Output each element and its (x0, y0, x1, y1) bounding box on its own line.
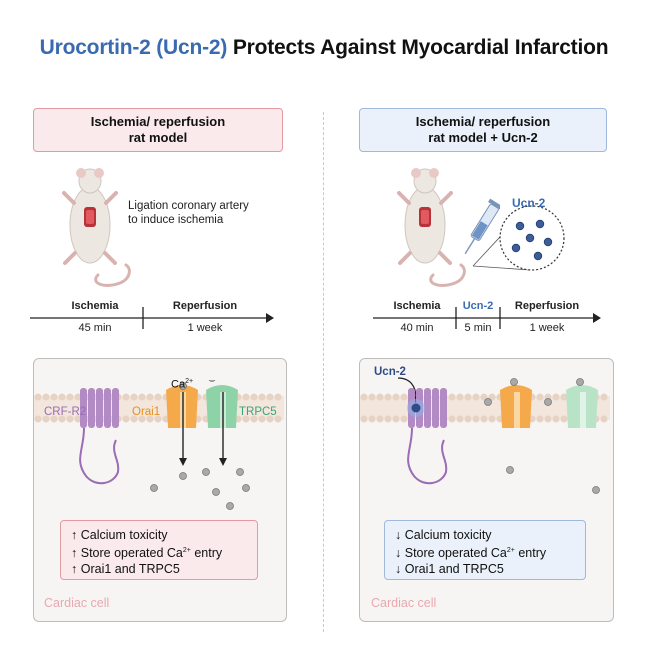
left-model-line1: Ischemia/ reperfusion (90, 114, 226, 129)
orai1-channel (166, 385, 198, 428)
right-effect-2-text: Store operated Ca (404, 546, 507, 561)
up-arrow-icon: ↑ (71, 528, 78, 542)
right-model-line2: rat model + Ucn-2 (428, 130, 538, 145)
orai1-label: Orai1 (132, 406, 161, 418)
title-rest: Protects Against Myocardial Infarction (227, 36, 609, 59)
title-highlight: Urocortin-2 (Ucn-2) (39, 36, 228, 59)
left-phase-reperfusion-duration: 1 week (187, 322, 223, 334)
left-model-box: Ischemia/ reperfusion rat model (33, 108, 283, 152)
left-effect-3-text: Orai1 and TRPC5 (80, 562, 180, 577)
trpc5-label: TRPC5 (239, 406, 277, 418)
trpc5-channel (206, 385, 238, 428)
calcium-label-text: Ca (171, 378, 186, 391)
down-arrow-icon: ↓ (395, 528, 402, 542)
left-effect-1: ↑ Calcium toxicity (71, 527, 257, 543)
left-phase-ischemia-duration: 45 min (78, 322, 112, 334)
calcium-label: Ca2+ (171, 378, 193, 391)
right-phase-reperfusion-duration: 1 week (529, 322, 565, 334)
crf-r2-label: CRF-R2 (44, 406, 87, 418)
right-phase-ucn2-duration: 5 min (464, 322, 492, 334)
rat-icon (62, 168, 131, 287)
right-effect-1-text: Calcium toxicity (404, 528, 492, 542)
drug-label: Ucn-2 (512, 196, 546, 210)
panel-divider (323, 112, 324, 632)
left-effect-3: ↑ Orai1 and TRPC5 (71, 561, 257, 577)
left-effect-2-tail: entry (190, 546, 223, 561)
ucn2-zoom-circle (472, 205, 565, 271)
right-phase-ucn2: Ucn-2 (462, 300, 494, 312)
calcium-label-sup: 2+ (185, 378, 194, 385)
ligand-label: Ucn-2 (374, 366, 406, 378)
right-timeline-axis (373, 307, 601, 329)
right-effect-2-tail: entry (514, 546, 547, 561)
right-effect-2-sup: 2+ (506, 547, 515, 554)
left-cardiac-cell-label: Cardiac cell (44, 596, 110, 610)
right-cardiac-cell-label: Cardiac cell (371, 596, 437, 610)
down-arrow-icon: ↓ (395, 546, 402, 561)
crf-r2-receptor (407, 388, 448, 485)
right-phase-ischemia-duration: 40 min (400, 322, 434, 334)
left-effect-2: ↑ Store operated Ca2+ entry (71, 543, 257, 561)
left-timeline-axis (30, 307, 274, 329)
crf-r2-receptor (79, 388, 120, 485)
trpc5-channel (566, 385, 598, 428)
rat-icon (397, 168, 466, 287)
left-model-line2: rat model (128, 130, 188, 145)
page-title: Urocortin-2 (Ucn-2) Protects Against Myo… (0, 36, 648, 60)
left-effects-box: ↑ Calcium toxicity ↑ Store operated Ca2+… (60, 520, 258, 580)
ligation-line2: to induce ischemia (128, 214, 224, 226)
right-phase-ischemia: Ischemia (393, 300, 441, 312)
right-effect-1: ↓ Calcium toxicity (395, 527, 585, 543)
right-effects-box: ↓ Calcium toxicity ↓ Store operated Ca2+… (384, 520, 586, 580)
orai1-channel (500, 385, 532, 428)
right-effect-3-text: Orai1 and TRPC5 (404, 562, 504, 577)
syringe-icon (464, 198, 500, 255)
left-effect-2-sup: 2+ (182, 547, 191, 554)
left-phase-reperfusion: Reperfusion (172, 300, 238, 312)
ligation-note: Ligation coronary artery to induce ische… (128, 199, 288, 227)
right-effect-3: ↓ Orai1 and TRPC5 (395, 561, 585, 577)
left-membrane-diagram (34, 380, 284, 510)
right-model-line1: Ischemia/ reperfusion (415, 114, 551, 129)
right-effect-2: ↓ Store operated Ca2+ entry (395, 543, 585, 561)
right-membrane-diagram (360, 377, 610, 494)
left-phase-ischemia: Ischemia (71, 300, 119, 312)
down-arrow-icon: ↓ (395, 562, 402, 577)
left-effect-1-text: Calcium toxicity (80, 528, 168, 542)
ligation-line1: Ligation coronary artery (128, 200, 249, 212)
right-phase-reperfusion: Reperfusion (514, 300, 580, 312)
up-arrow-icon: ↑ (71, 546, 78, 561)
left-effect-2-text: Store operated Ca (80, 546, 183, 561)
right-model-box: Ischemia/ reperfusion rat model + Ucn-2 (359, 108, 607, 152)
up-arrow-icon: ↑ (71, 562, 78, 577)
